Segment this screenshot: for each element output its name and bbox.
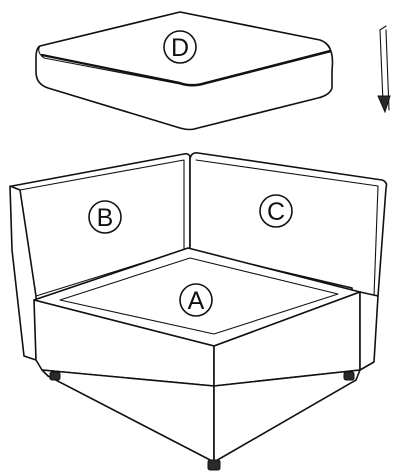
callout-d: D [164, 31, 196, 63]
callout-a: A [180, 284, 212, 316]
callout-b: B [89, 201, 121, 233]
callout-b-label: B [97, 204, 114, 232]
callout-d-label: D [171, 34, 189, 62]
arrow-icon [378, 26, 390, 112]
callout-a-label: A [188, 287, 205, 315]
callout-c: C [260, 195, 292, 227]
callout-c-label: C [267, 198, 285, 226]
seat-cushion-d [36, 12, 333, 130]
